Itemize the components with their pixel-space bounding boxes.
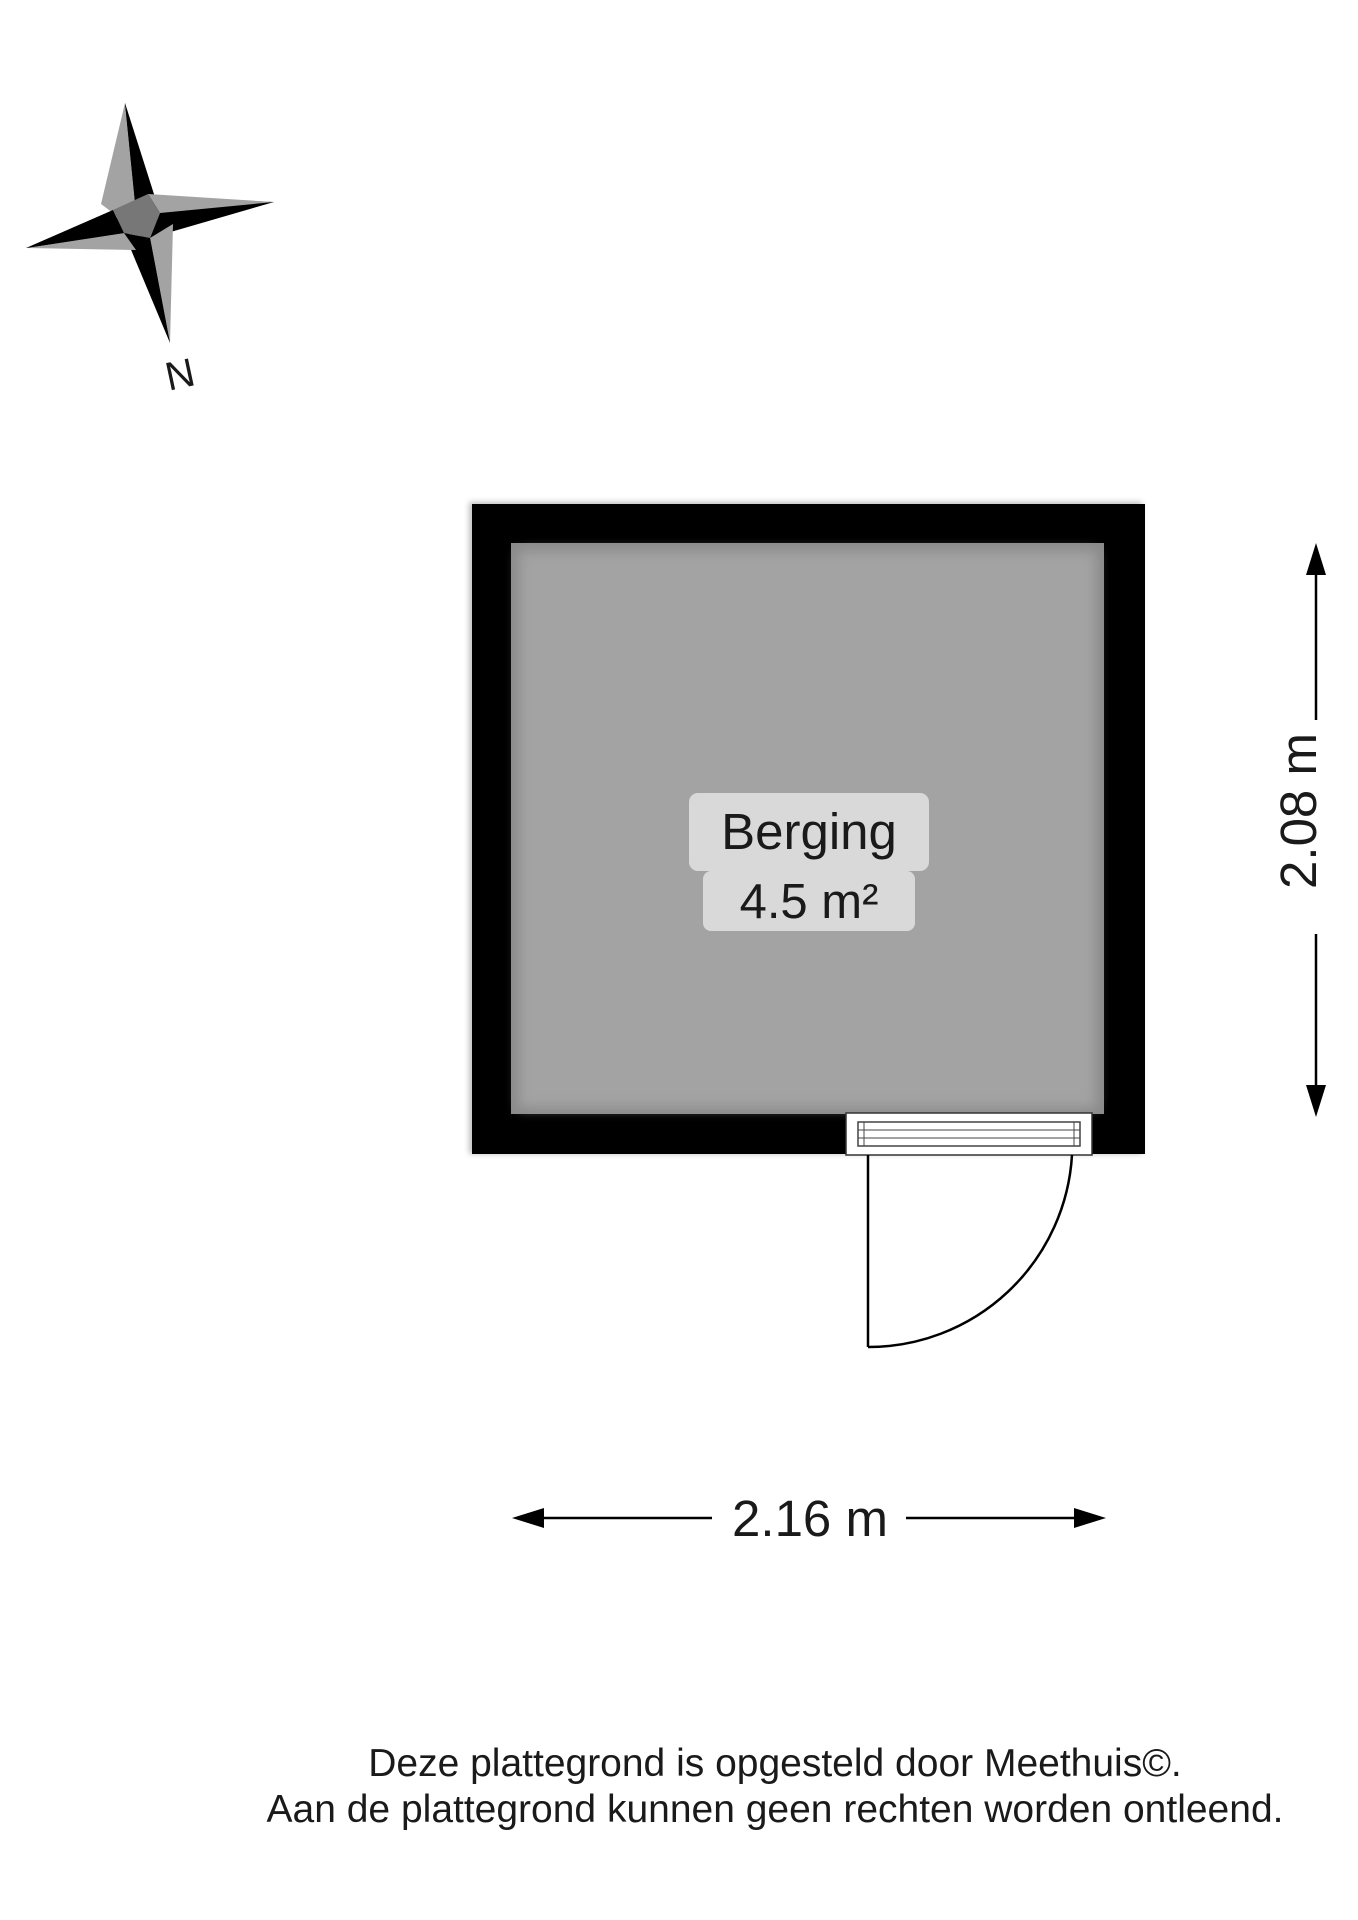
- compass-rose-icon: N: [26, 103, 274, 400]
- disclaimer-line-2: Aan de plattegrond kunnen geen rechten w…: [266, 1788, 1284, 1831]
- arrow-right-icon: [1074, 1508, 1106, 1528]
- height-label: 2.08 m: [1270, 733, 1327, 889]
- door-swing: [866, 1154, 1074, 1349]
- arrow-down-icon: [1306, 1085, 1326, 1117]
- arrow-left-icon: [512, 1508, 544, 1528]
- room-name: Berging: [721, 803, 897, 860]
- width-dimension: 2.16 m: [512, 1490, 1106, 1547]
- height-dimension: 2.08 m: [1270, 543, 1327, 1117]
- disclaimer-line-1: Deze plattegrond is opgesteld door Meeth…: [368, 1742, 1182, 1785]
- width-label: 2.16 m: [732, 1490, 888, 1547]
- room-area: 4.5 m²: [740, 875, 879, 929]
- compass-north-label: N: [161, 350, 198, 399]
- room-label: Berging 4.5 m²: [689, 793, 929, 931]
- door-opening: [845, 1112, 1093, 1156]
- arrow-up-icon: [1306, 543, 1326, 575]
